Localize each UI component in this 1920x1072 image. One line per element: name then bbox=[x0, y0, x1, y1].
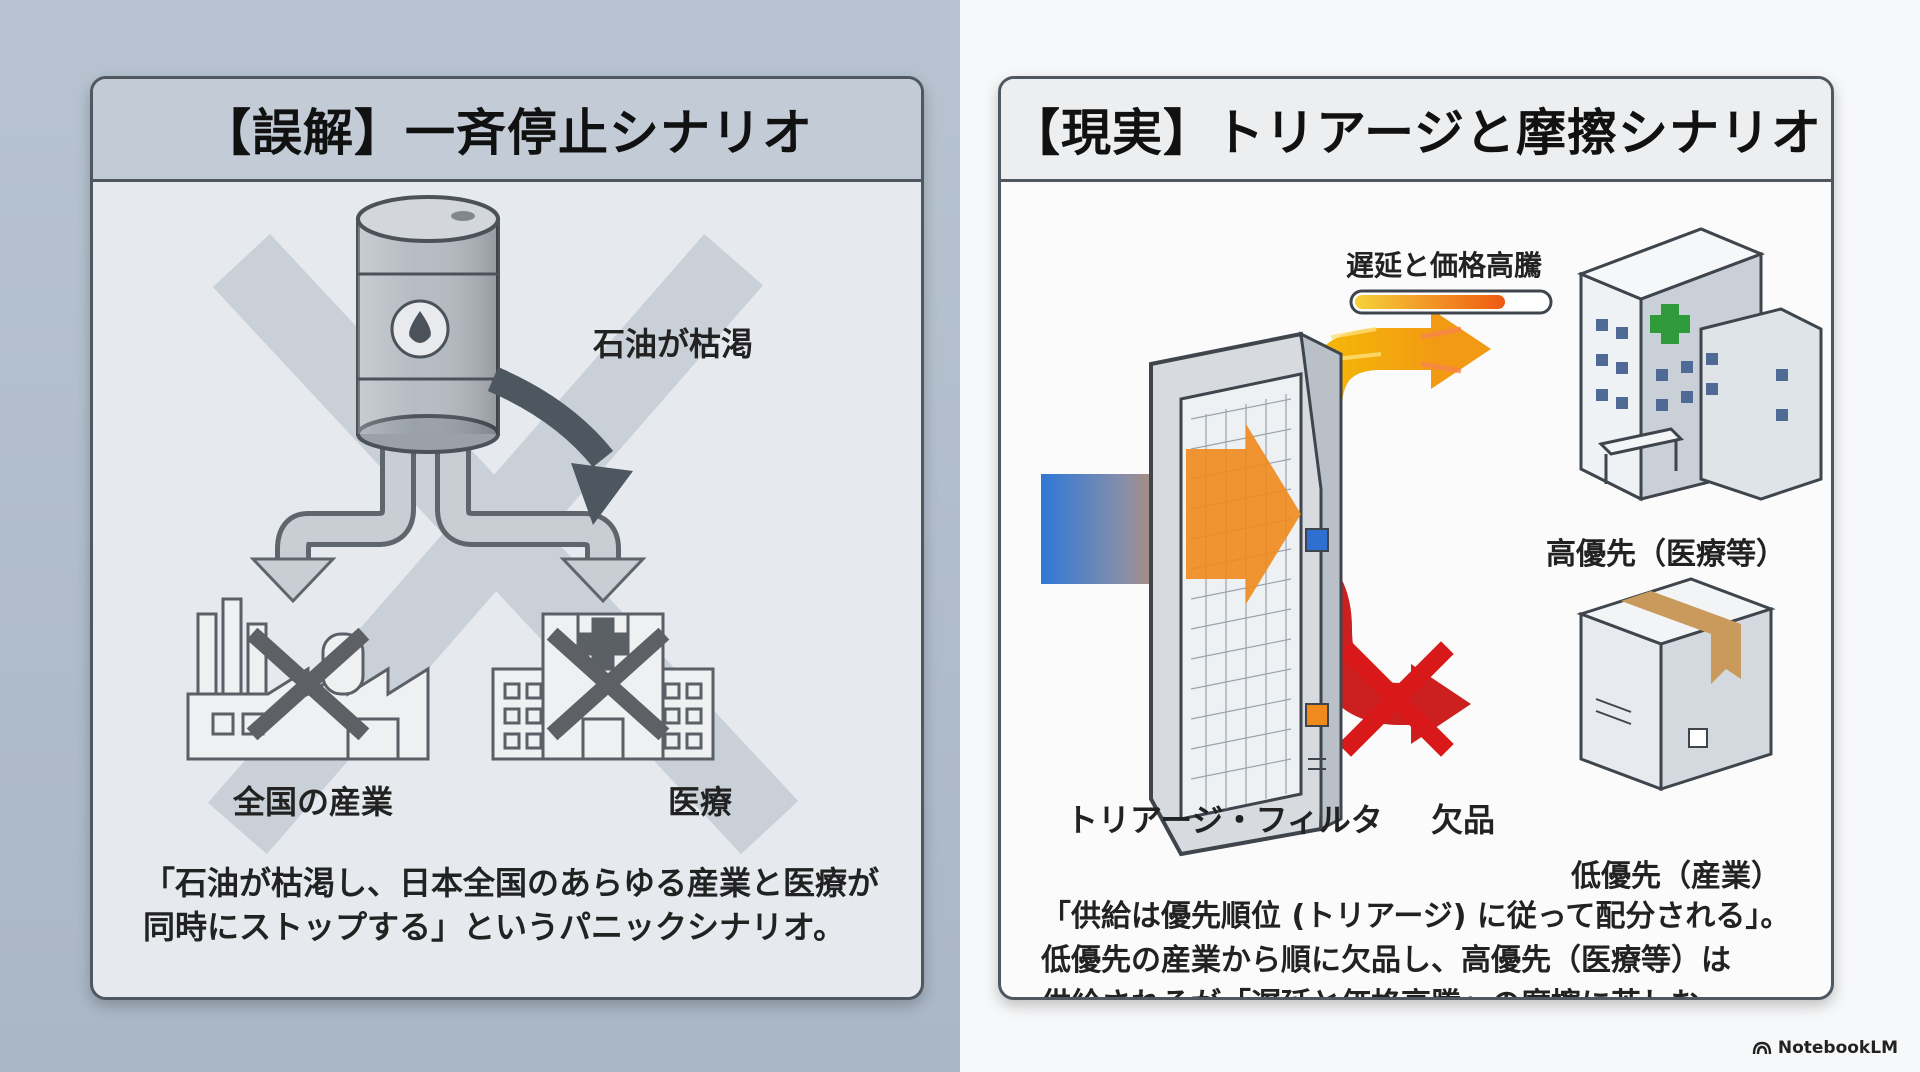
misconception-caption: 「石油が枯渇し、日本全国のあらゆる産業と医療が 同時にストップする」というパニッ… bbox=[143, 861, 879, 949]
reality-panel: 【現実】トリアージと摩擦シナリオ bbox=[998, 76, 1834, 1000]
caption-line: 「石油が枯渇し、日本全国のあらゆる産業と医療が bbox=[143, 861, 879, 905]
misconception-panel: 【誤解】一斉停止シナリオ bbox=[90, 76, 924, 1000]
oil-barrel-icon bbox=[358, 197, 498, 452]
label-delay-price: 遅延と価格高騰 bbox=[1346, 244, 1542, 284]
box-icon bbox=[1581, 579, 1771, 789]
hospital-icon-right bbox=[1581, 229, 1821, 499]
label-triage-filter: トリアージ・フィルタ bbox=[1066, 795, 1383, 841]
brand-label: NotebookLM bbox=[1778, 1038, 1898, 1058]
misconception-illustration bbox=[93, 79, 921, 997]
delay-price-bar bbox=[1351, 291, 1551, 313]
label-high-priority: 高優先（医療等） bbox=[1546, 529, 1786, 573]
caption-line: 「供給は優先順位 (トリアージ) に従って配分される」。 bbox=[1041, 895, 1790, 939]
caption-line: 供給されるが「遅延と価格高騰」の摩擦に苦しむ。 bbox=[1041, 983, 1790, 1000]
notebooklm-logo-icon bbox=[1752, 1041, 1772, 1055]
caption-line: 同時にストップする」というパニックシナリオ。 bbox=[143, 905, 879, 949]
label-medical: 医療 bbox=[668, 777, 732, 823]
label-shortage: 欠品 bbox=[1431, 795, 1495, 841]
reality-caption: 「供給は優先順位 (トリアージ) に従って配分される」。 低優先の産業から順に欠… bbox=[1041, 843, 1790, 1000]
caption-line: 低優先の産業から順に欠品し、高優先（医療等）は bbox=[1041, 939, 1790, 983]
label-oil-depletion: 石油が枯渇 bbox=[593, 319, 753, 365]
label-national-industry: 全国の産業 bbox=[233, 777, 393, 823]
notebooklm-brand: NotebookLM bbox=[1752, 1038, 1898, 1058]
